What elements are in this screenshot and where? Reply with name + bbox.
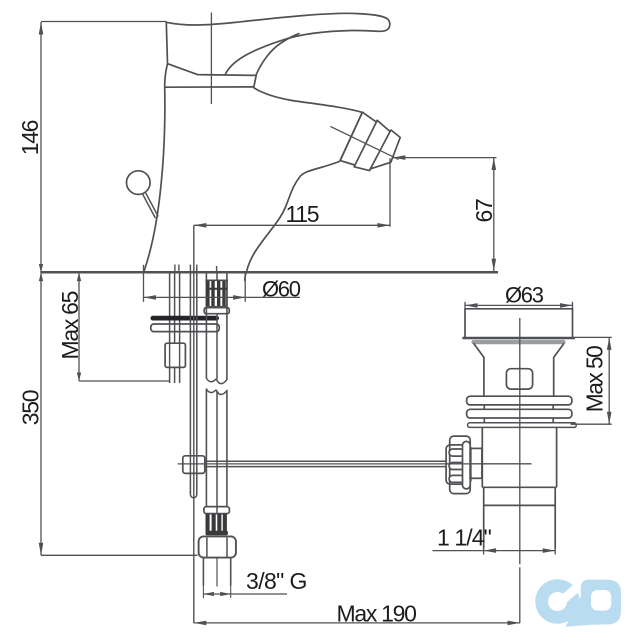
svg-text:Ø60: Ø60 xyxy=(262,277,301,302)
svg-text:67: 67 xyxy=(471,199,497,222)
svg-text:Max 50: Max 50 xyxy=(581,346,607,412)
svg-text:146: 146 xyxy=(17,120,43,155)
svg-text:115: 115 xyxy=(286,201,319,227)
svg-text:350: 350 xyxy=(17,390,43,425)
svg-text:Max 190: Max 190 xyxy=(337,600,417,626)
svg-text:Max 65: Max 65 xyxy=(57,291,83,359)
svg-text:3/8" G: 3/8" G xyxy=(246,568,307,594)
svg-text:1 1/4": 1 1/4" xyxy=(437,525,492,551)
svg-text:Ø63: Ø63 xyxy=(505,283,544,308)
